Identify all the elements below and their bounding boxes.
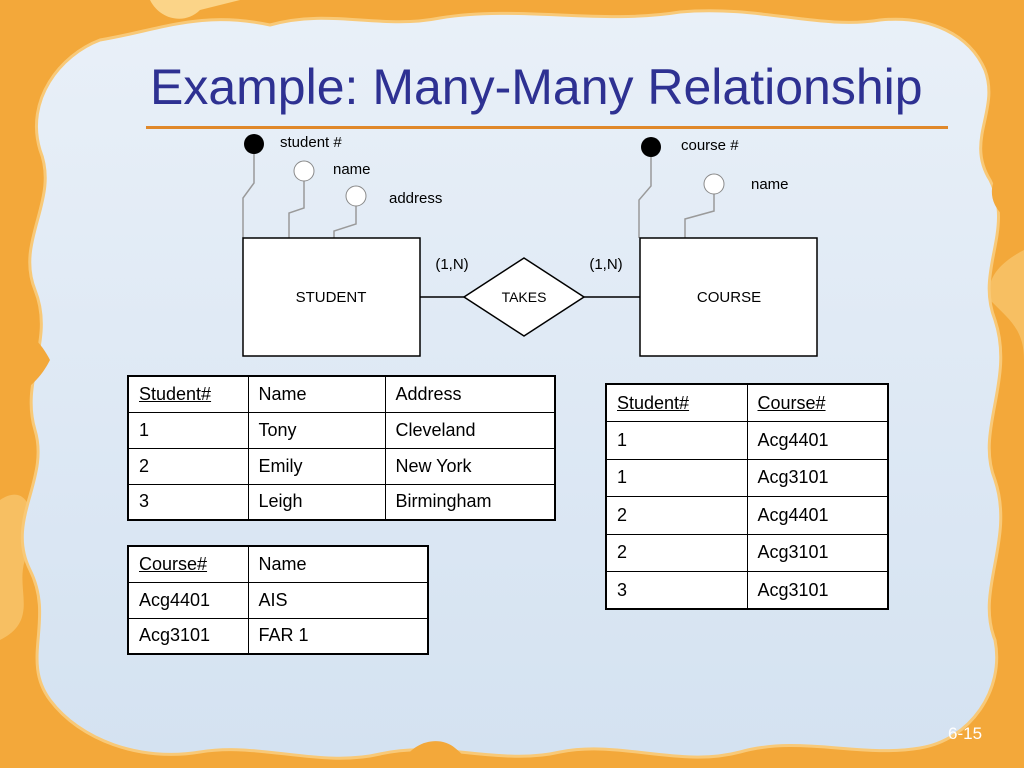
table-cell: 2	[605, 533, 748, 572]
table-row: 3 Leigh Birmingham	[127, 483, 556, 521]
table-cell: Cleveland	[384, 411, 556, 449]
cardinality-course-side: (1,N)	[589, 256, 622, 273]
table-cell: Leigh	[247, 483, 386, 521]
column-header: Student#	[605, 383, 748, 422]
table-cell: 3	[605, 571, 748, 610]
attribute-label-course-number: course #	[681, 137, 739, 154]
table-cell: Emily	[247, 447, 386, 485]
relationship-takes	[462, 257, 586, 337]
table-row: 1 Acg4401	[605, 421, 889, 460]
table-cell: 1	[605, 458, 748, 497]
attribute-dot-course-name	[703, 173, 725, 195]
entity-student-label: STUDENT	[296, 289, 367, 306]
connector-course-number	[638, 157, 652, 238]
table-cell: Acg4401	[746, 421, 889, 460]
course-table: Course# Name Acg4401 AIS Acg3101 FAR 1	[127, 545, 429, 655]
entity-course	[639, 237, 818, 357]
table-row: 2 Acg4401	[605, 496, 889, 535]
attribute-label-student-address: address	[389, 190, 442, 207]
attribute-label-student-number: student #	[280, 134, 342, 151]
column-header: Address	[384, 375, 556, 413]
connector-student-address	[333, 206, 357, 238]
attribute-label-course-name: name	[751, 176, 789, 193]
entity-student	[242, 237, 421, 357]
attribute-dot-student-address	[345, 185, 367, 207]
column-header: Name	[247, 545, 429, 583]
table-cell: Acg3101	[127, 617, 249, 655]
table-row: 1 Tony Cleveland	[127, 411, 556, 449]
title-underline	[146, 126, 948, 129]
table-cell: 2	[605, 496, 748, 535]
table-row: 2 Acg3101	[605, 533, 889, 572]
attribute-dot-student-name	[293, 160, 315, 182]
column-header: Student#	[127, 375, 249, 413]
takes-table: Student# Course# 1 Acg4401 1 Acg3101 2 A…	[605, 383, 889, 610]
slide-title: Example: Many-Many Relationship	[150, 59, 923, 115]
student-table: Student# Name Address 1 Tony Cleveland 2…	[127, 375, 556, 521]
connector-student-number	[242, 154, 255, 238]
relationship-takes-label: TAKES	[502, 289, 547, 305]
table-cell: 2	[127, 447, 249, 485]
column-header: Course#	[127, 545, 249, 583]
table-header-row: Student# Course#	[605, 383, 889, 422]
table-cell: Acg3101	[746, 533, 889, 572]
key-attribute-dot-course-number	[641, 137, 661, 157]
entity-course-label: COURSE	[697, 289, 761, 306]
table-row: 1 Acg3101	[605, 458, 889, 497]
table-cell: Birmingham	[384, 483, 556, 521]
key-attribute-dot-student-number	[244, 134, 264, 154]
table-header-row: Course# Name	[127, 545, 429, 583]
attribute-label-student-name: name	[333, 161, 371, 178]
column-header: Course#	[746, 383, 889, 422]
table-row: 3 Acg3101	[605, 571, 889, 610]
table-cell: Acg3101	[746, 458, 889, 497]
table-header-row: Student# Name Address	[127, 375, 556, 413]
connector-course-name	[684, 194, 715, 238]
column-header: Name	[247, 375, 386, 413]
table-row: Acg3101 FAR 1	[127, 617, 429, 655]
cardinality-student-side: (1,N)	[435, 256, 468, 273]
page-number: 6-15	[948, 724, 983, 743]
table-cell: 3	[127, 483, 249, 521]
table-cell: New York	[384, 447, 556, 485]
table-cell: 1	[605, 421, 748, 460]
table-cell: Acg4401	[746, 496, 889, 535]
table-cell: Tony	[247, 411, 386, 449]
table-cell: AIS	[247, 581, 429, 619]
table-row: Acg4401 AIS	[127, 581, 429, 619]
table-cell: FAR 1	[247, 617, 429, 655]
table-cell: Acg4401	[127, 581, 249, 619]
table-cell: Acg3101	[746, 571, 889, 610]
table-row: 2 Emily New York	[127, 447, 556, 485]
table-cell: 1	[127, 411, 249, 449]
connector-student-name	[288, 181, 305, 238]
